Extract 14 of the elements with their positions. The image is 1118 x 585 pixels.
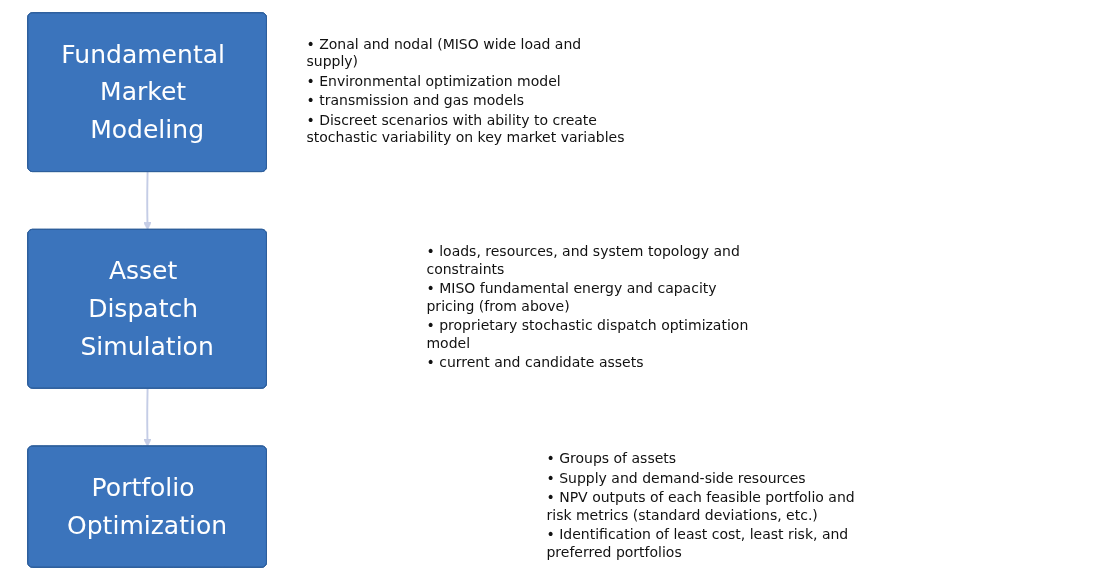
bullet-text: • transmission and gas models — [306, 92, 525, 110]
bullet-text: • Discreet scenarios with ability to create stochastic variability on key market variables — [306, 111, 626, 147]
bullet-text: • Supply and demand-side resources — [546, 469, 807, 488]
bullet-text: • Zonal and nodal (MISO wide load and supply) — [306, 35, 583, 71]
bullet-text: • proprietary stochastic dispatch optimization model — [426, 317, 750, 353]
arrow — [143, 171, 152, 231]
bullet-text: • Identification of least cost, least risk, and preferred portfolios — [546, 526, 850, 562]
bullet-text: • current and candidate assets — [426, 354, 645, 372]
arrow — [143, 387, 152, 447]
bullet-text: • Groups of assets — [546, 450, 678, 468]
bullet-text: • MISO fundamental energy and capacity pricing (from above) — [426, 280, 718, 316]
bullet-text: • NPV outputs of each feasible portfolio and risk metrics (standard deviations, etc.) — [546, 489, 856, 525]
bullet-text: • Environmental optimization model — [306, 72, 562, 91]
bullet-text: • loads, resources, and system topology and constraints — [426, 243, 741, 279]
